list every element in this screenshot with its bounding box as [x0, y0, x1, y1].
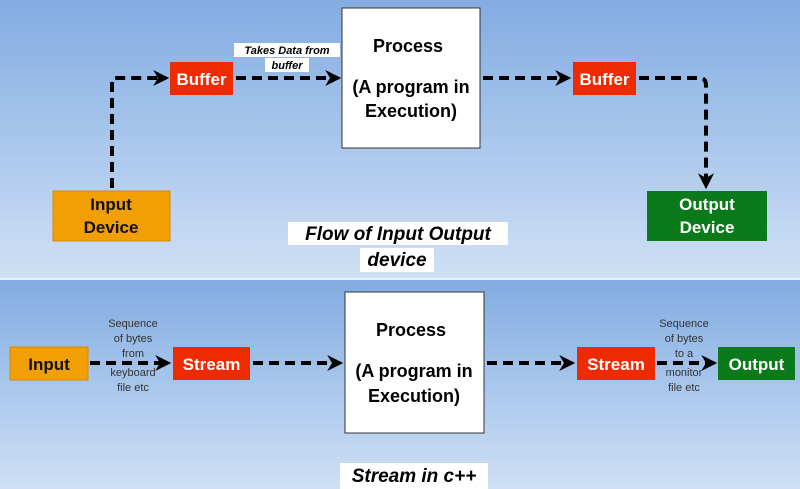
edge-buffer-output: [639, 76, 714, 190]
svg-text:Output: Output: [729, 355, 785, 374]
top-buffer-out-node: Buffer: [573, 62, 636, 95]
svg-text:Process: Process: [376, 320, 446, 340]
svg-text:Stream: Stream: [183, 355, 241, 374]
svg-text:from: from: [122, 348, 144, 360]
edge-label-takes-data: Takes Data from buffer: [234, 43, 340, 72]
svg-text:of bytes: of bytes: [114, 333, 153, 345]
svg-text:Execution): Execution): [368, 386, 460, 406]
output-device-node: Output Device: [647, 191, 767, 241]
svg-text:file etc: file etc: [668, 382, 700, 394]
input-node: Input: [9, 346, 89, 381]
svg-text:of bytes: of bytes: [665, 333, 704, 345]
svg-text:Output: Output: [679, 195, 735, 214]
stream-out-node: Stream: [577, 347, 655, 380]
svg-text:Sequence: Sequence: [659, 318, 709, 330]
process-title: Process: [373, 36, 443, 56]
output-node: Output: [718, 347, 795, 380]
divider: [0, 278, 800, 280]
stream-in-node: Stream: [173, 347, 250, 380]
bottom-process-node: Process (A program in Execution): [344, 291, 485, 434]
in-edge-label: Sequence of bytes from keyboard file etc: [108, 318, 158, 394]
svg-text:Sequence: Sequence: [108, 318, 158, 330]
edge-input-buffer: [110, 70, 170, 188]
input-device-node: Input Device: [52, 190, 171, 242]
svg-text:Stream: Stream: [587, 355, 645, 374]
svg-text:device: device: [367, 250, 427, 271]
top-buffer-in-node: Buffer: [170, 62, 233, 95]
process-line: Execution): [365, 101, 457, 121]
svg-text:(A program in: (A program in: [355, 361, 472, 381]
svg-text:Device: Device: [680, 218, 735, 237]
svg-text:Device: Device: [84, 218, 139, 237]
svg-text:Buffer: Buffer: [176, 70, 226, 89]
svg-text:Stream in c++: Stream in c++: [352, 466, 477, 487]
svg-text:Buffer: Buffer: [579, 70, 629, 89]
svg-text:Input: Input: [28, 355, 70, 374]
svg-text:Input: Input: [90, 195, 132, 214]
svg-text:keyboard: keyboard: [110, 367, 155, 379]
svg-text:file etc: file etc: [117, 382, 149, 394]
svg-text:monitor: monitor: [666, 367, 703, 379]
top-process-node: Process (A program in Execution): [341, 7, 481, 149]
svg-text:to a: to a: [675, 348, 694, 360]
svg-text:Takes Data from: Takes Data from: [244, 45, 329, 57]
bottom-caption: Stream in c++: [340, 463, 488, 489]
svg-text:Flow of Input Output: Flow of Input Output: [305, 224, 491, 245]
out-edge-label: Sequence of bytes to a monitor file etc: [659, 318, 709, 394]
process-line: (A program in: [352, 77, 469, 97]
top-caption: Flow of Input Output device: [288, 222, 508, 272]
svg-text:buffer: buffer: [272, 60, 304, 72]
